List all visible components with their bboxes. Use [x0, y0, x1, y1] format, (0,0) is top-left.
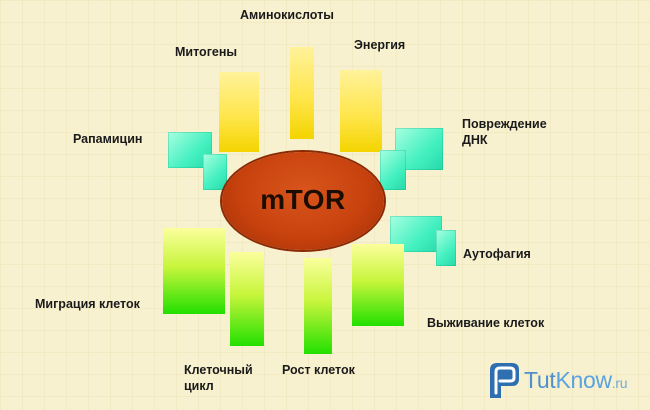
label-dna-damage-line2: ДНК: [462, 132, 488, 147]
cell-migration-block: [163, 228, 225, 314]
label-cell-cycle-line1: Клеточный: [184, 363, 253, 377]
energy-block: [340, 70, 382, 152]
logo-part-tut: Tut: [524, 366, 556, 393]
label-cell-growth: Рост клеток: [282, 363, 355, 377]
label-cell-migration: Миграция клеток: [35, 297, 140, 311]
label-rapamycin: Рапамицин: [73, 132, 143, 146]
label-cell-cycle-line2: цикл: [184, 378, 214, 393]
logo-mark-icon: [490, 363, 519, 398]
label-amino-acids: Аминокислоты: [240, 8, 334, 22]
tutknow-logo[interactable]: TutKnow.ru: [486, 360, 628, 400]
dna-damage-block-front: [380, 150, 406, 190]
logo-part-ru: .ru: [611, 374, 628, 391]
label-mitogens: Митогены: [175, 45, 238, 59]
logo-part-know: Know: [555, 366, 612, 393]
cell-survival-block: [352, 244, 404, 326]
label-energy: Энергия: [354, 38, 406, 52]
cell-growth-block: [304, 258, 332, 354]
mtor-label: mTOR: [260, 184, 346, 215]
cell-cycle-block: [230, 252, 264, 346]
label-dna-damage: Повреждение ДНК: [462, 117, 547, 148]
autophagy-block-front: [436, 230, 456, 266]
label-cell-survival: Выживание клеток: [427, 316, 545, 330]
mitogens-block: [219, 72, 259, 152]
label-autophagy: Аутофагия: [463, 247, 531, 261]
rapamycin-block-front: [203, 154, 227, 190]
label-dna-damage-line1: Повреждение: [462, 117, 547, 131]
logo-wordmark: TutKnow.ru: [524, 366, 628, 394]
label-cell-cycle: Клеточный цикл: [184, 363, 253, 394]
amino-acids-block: [290, 47, 314, 139]
mtor-node: mTOR: [222, 152, 384, 250]
